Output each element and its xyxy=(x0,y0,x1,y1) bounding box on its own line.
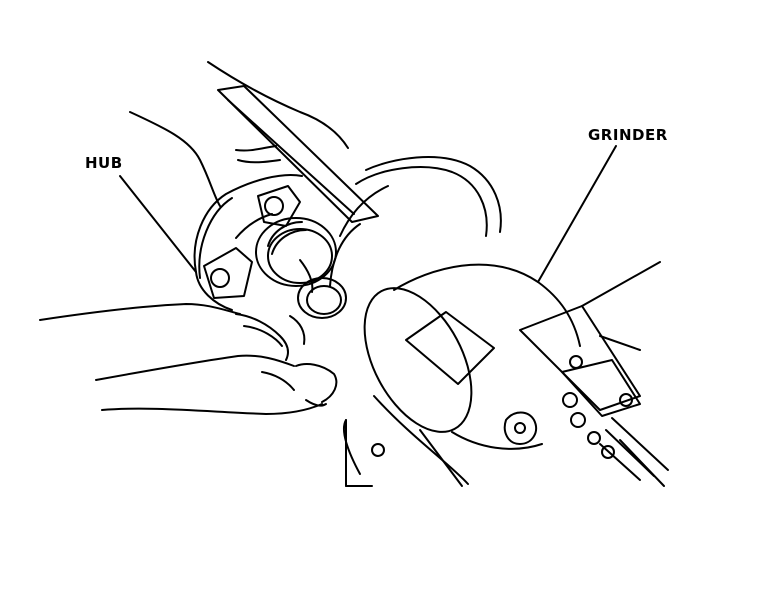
side-bracket xyxy=(520,262,668,486)
hub-leader-line xyxy=(120,176,196,272)
base-lines xyxy=(346,430,462,486)
grinder-label: GRINDER xyxy=(588,126,668,144)
motor-housing xyxy=(343,265,580,486)
hub-bore xyxy=(256,218,346,318)
housing-slot xyxy=(505,413,536,445)
hands xyxy=(40,304,336,414)
tool-rest-plate xyxy=(218,86,378,222)
hub-label: HUB xyxy=(85,154,123,172)
upper-arm xyxy=(130,62,348,206)
hub-flange xyxy=(195,175,302,310)
grinder-leader-line xyxy=(538,146,616,282)
